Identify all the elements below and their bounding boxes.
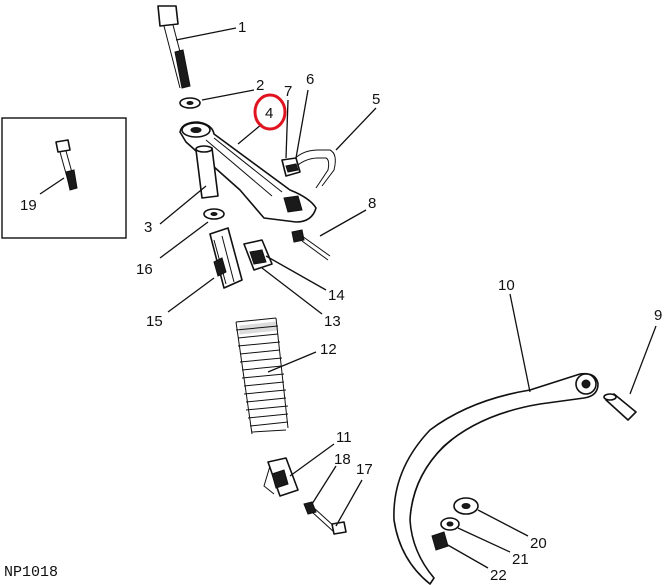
label-14: 14 bbox=[328, 287, 345, 304]
label-16: 16 bbox=[136, 261, 153, 278]
leader-2 bbox=[201, 89, 255, 101]
label-5: 5 bbox=[372, 91, 380, 108]
leader-11 bbox=[289, 443, 335, 477]
leader-8 bbox=[319, 209, 367, 237]
part-18-bolt bbox=[303, 501, 347, 535]
label-17: 17 bbox=[356, 461, 373, 478]
label-11: 11 bbox=[336, 429, 352, 446]
leader-7 bbox=[285, 99, 289, 159]
leader-18 bbox=[311, 465, 337, 505]
part-11-bracket bbox=[263, 457, 299, 497]
part-14-clip bbox=[243, 239, 273, 271]
leader-15 bbox=[167, 277, 215, 313]
leader-17 bbox=[335, 479, 363, 527]
leader-21 bbox=[457, 527, 511, 553]
leader-20 bbox=[477, 509, 529, 537]
leader-5 bbox=[335, 107, 377, 151]
part-22-nut bbox=[431, 531, 449, 551]
part-19-bolt bbox=[55, 139, 78, 191]
label-15: 15 bbox=[146, 313, 163, 330]
part-9-pin bbox=[603, 393, 637, 421]
label-9: 9 bbox=[654, 307, 662, 324]
part-6-nut bbox=[281, 157, 301, 177]
part-5-rod bbox=[289, 149, 336, 189]
figure-code: NP1018 bbox=[4, 564, 58, 581]
part-12-spring bbox=[235, 317, 289, 435]
part-21-washer bbox=[440, 517, 460, 531]
part-15-bracket bbox=[209, 227, 243, 289]
leader-3 bbox=[159, 185, 207, 225]
leader-19 bbox=[39, 177, 65, 195]
leader-10 bbox=[509, 293, 531, 393]
leader-22 bbox=[445, 543, 489, 569]
label-22: 22 bbox=[490, 567, 507, 584]
part-10-shank bbox=[393, 372, 599, 585]
part-8-bolt bbox=[291, 229, 331, 261]
label-21: 21 bbox=[512, 551, 529, 568]
label-12: 12 bbox=[320, 341, 337, 358]
leader-13 bbox=[261, 267, 323, 315]
part-3-tube bbox=[195, 145, 219, 199]
part-20-carriage-bolt bbox=[453, 497, 479, 515]
leader-4 bbox=[237, 123, 263, 145]
part-1-bolt bbox=[157, 5, 191, 89]
inset-frame bbox=[1, 117, 127, 239]
leader-12 bbox=[267, 351, 317, 373]
label-2: 2 bbox=[256, 77, 264, 94]
leader-16 bbox=[159, 221, 209, 259]
label-3: 3 bbox=[144, 219, 152, 236]
label-4: 4 bbox=[265, 105, 273, 122]
label-1: 1 bbox=[238, 19, 246, 36]
label-13: 13 bbox=[324, 313, 341, 330]
highlight-circle bbox=[253, 93, 287, 131]
label-8: 8 bbox=[368, 195, 376, 212]
leader-9 bbox=[629, 325, 657, 395]
label-7: 7 bbox=[284, 83, 292, 100]
label-10: 10 bbox=[498, 277, 515, 294]
part-4-arm bbox=[179, 121, 317, 223]
label-20: 20 bbox=[530, 535, 547, 552]
label-19: 19 bbox=[20, 197, 37, 214]
leader-1 bbox=[175, 27, 237, 41]
leader-6 bbox=[295, 89, 309, 159]
label-6: 6 bbox=[306, 71, 314, 88]
leader-14 bbox=[265, 255, 327, 291]
label-18: 18 bbox=[334, 451, 351, 468]
